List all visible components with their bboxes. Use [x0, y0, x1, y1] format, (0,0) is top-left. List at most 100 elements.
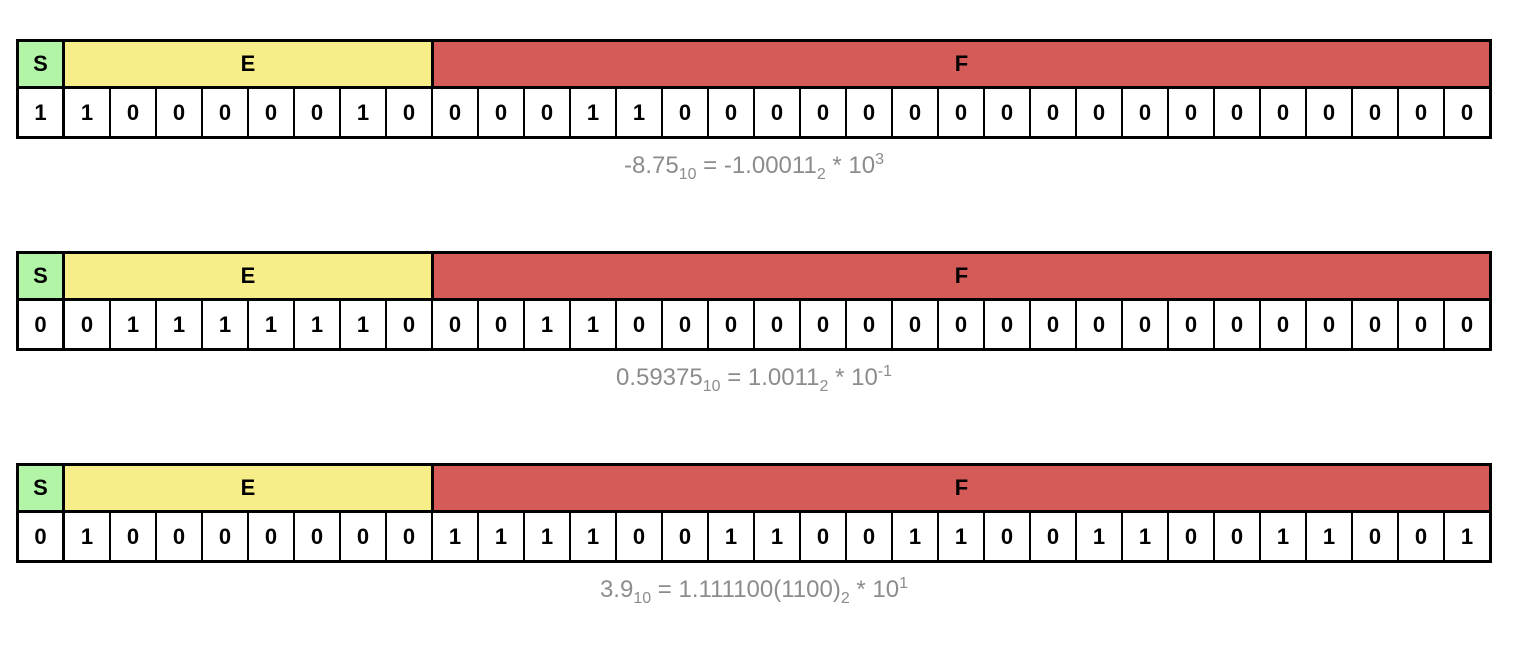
fraction-bit: 0 — [1399, 301, 1445, 348]
fraction-bit: 0 — [617, 301, 663, 348]
fraction-bit: 0 — [433, 89, 479, 136]
value-caption: -8.7510 = -1.000112 * 103 — [16, 151, 1492, 183]
caption-times: * 10 — [849, 576, 900, 603]
caption-binary-base: 2 — [816, 165, 826, 183]
fraction-bit: 0 — [801, 89, 847, 136]
fraction-bit: 0 — [985, 89, 1031, 136]
fraction-bit: 0 — [1077, 89, 1123, 136]
fraction-bit: 0 — [893, 301, 939, 348]
exponent-bit: 0 — [203, 513, 249, 560]
value-caption: 3.910 = 1.111100(1100)2 * 101 — [16, 575, 1492, 607]
field-header-row: S E F — [16, 251, 1492, 301]
fraction-bit: 0 — [847, 89, 893, 136]
caption-exponent: 3 — [875, 151, 884, 168]
fraction-bit: 0 — [1077, 301, 1123, 348]
fraction-bit: 1 — [709, 513, 755, 560]
exponent-bit: 1 — [65, 89, 111, 136]
exponent-bit: 1 — [295, 301, 341, 348]
caption-decimal-base: 10 — [702, 377, 721, 395]
fraction-bit: 0 — [755, 301, 801, 348]
fraction-field-label: F — [434, 254, 1489, 298]
exponent-bit: 1 — [157, 301, 203, 348]
fraction-bit: 0 — [1031, 301, 1077, 348]
exponent-bit: 0 — [387, 301, 433, 348]
fraction-bit: 0 — [1123, 89, 1169, 136]
fraction-bit: 1 — [1460, 523, 1474, 549]
exponent-bit: 0 — [249, 513, 295, 560]
fraction-bit: 1 — [617, 89, 663, 136]
fraction-bit: 1 — [1123, 513, 1169, 560]
fraction-bit: 0 — [939, 89, 985, 136]
fraction-bit: 0 — [1261, 89, 1307, 136]
sign-bit: 0 — [19, 513, 65, 560]
caption-decimal: 3.9 — [599, 576, 634, 603]
sign-field-label: S — [19, 466, 65, 510]
exponent-bit: 0 — [157, 89, 203, 136]
exponent-bit: 0 — [111, 89, 157, 136]
fraction-bit: 0 — [1123, 301, 1169, 348]
exponent-bit: 1 — [65, 513, 111, 560]
caption-equals: = — [696, 152, 724, 179]
caption-binary-base: 2 — [840, 589, 850, 607]
fraction-bit: 0 — [1215, 513, 1261, 560]
fraction-bit: 0 — [433, 301, 479, 348]
caption-times: * 10 — [828, 364, 878, 391]
fraction-bit: 0 — [1353, 513, 1399, 560]
fraction-bit: 0 — [663, 89, 709, 136]
fraction-bit: 1 — [1261, 513, 1307, 560]
fraction-bit: 0 — [801, 513, 847, 560]
fraction-bit: 0 — [1215, 89, 1261, 136]
fraction-bit: 0 — [939, 301, 985, 348]
fraction-bit: 0 — [709, 89, 755, 136]
fraction-bit: 0 — [709, 301, 755, 348]
caption-exponent: -1 — [877, 363, 893, 380]
fraction-bit: 0 — [1399, 513, 1445, 560]
exponent-bit: 1 — [341, 301, 387, 348]
exponent-bit: 0 — [157, 513, 203, 560]
exponent-bit: 0 — [387, 513, 433, 560]
exponent-bit: 1 — [203, 301, 249, 348]
fraction-bit: 0 — [1169, 89, 1215, 136]
exponent-bit: 0 — [387, 89, 433, 136]
fraction-bit: 0 — [847, 513, 893, 560]
caption-decimal-base: 10 — [633, 589, 652, 607]
caption-binary-base: 2 — [819, 377, 829, 395]
sign-bit: 1 — [19, 89, 65, 136]
fraction-bit: 0 — [525, 89, 571, 136]
fraction-bit: 0 — [1460, 99, 1474, 125]
sign-field-label: S — [19, 42, 65, 86]
fraction-bit: 0 — [1307, 301, 1353, 348]
fraction-field-label: F — [434, 42, 1489, 86]
exponent-field-label: E — [65, 466, 434, 510]
fraction-bit: 0 — [663, 301, 709, 348]
fraction-bit: 0 — [1353, 301, 1399, 348]
exponent-bit: 1 — [341, 89, 387, 136]
fraction-field-label: F — [434, 466, 1489, 510]
fraction-bit: 0 — [801, 301, 847, 348]
fraction-bit: 1 — [1077, 513, 1123, 560]
fraction-bit: 1 — [755, 513, 801, 560]
exponent-bit: 0 — [65, 301, 111, 348]
fraction-bit: 0 — [847, 301, 893, 348]
fraction-bit: 0 — [1399, 89, 1445, 136]
exponent-field-label: E — [65, 254, 434, 298]
fraction-bit: 0 — [755, 89, 801, 136]
fraction-bit: 0 — [1031, 513, 1077, 560]
fraction-bit: 1 — [893, 513, 939, 560]
caption-times: * 10 — [825, 152, 876, 179]
sign-field-label: S — [19, 254, 65, 298]
fraction-bit: 0 — [1261, 301, 1307, 348]
fraction-bit: 1 — [525, 301, 571, 348]
fraction-bit: 1 — [479, 513, 525, 560]
caption-binary: -1.00011 — [723, 152, 817, 179]
exponent-bit: 0 — [295, 513, 341, 560]
fraction-bit: 0 — [893, 89, 939, 136]
exponent-bit: 0 — [295, 89, 341, 136]
exponent-bit: 1 — [249, 301, 295, 348]
caption-equals: = — [651, 576, 679, 603]
sign-bit: 0 — [19, 301, 65, 348]
caption-binary: 1.0011 — [747, 364, 820, 391]
